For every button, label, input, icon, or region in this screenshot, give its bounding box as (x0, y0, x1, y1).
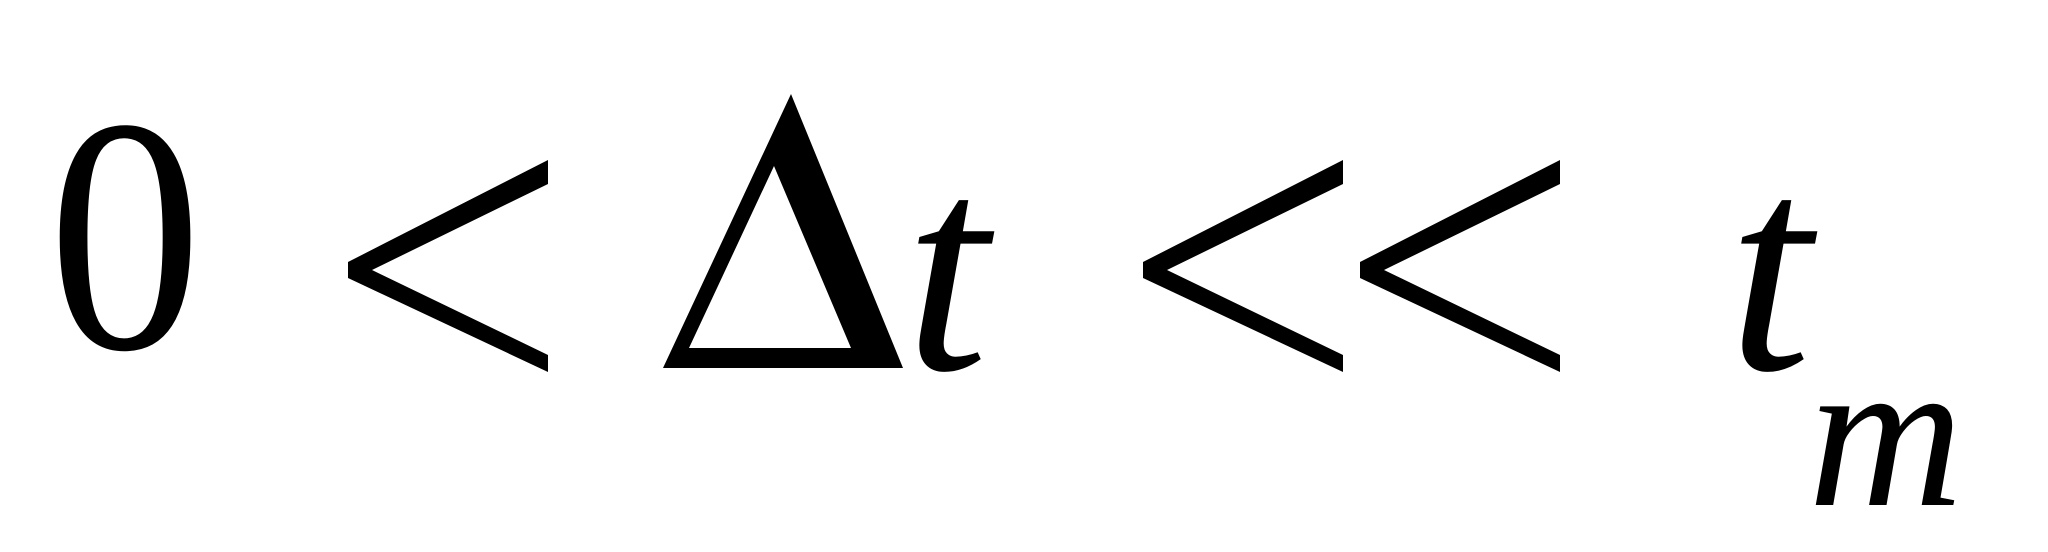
t-variable: t (905, 102, 989, 434)
delta-symbol (663, 94, 903, 368)
less-than-symbol (348, 160, 548, 372)
much-less-than-symbol (1143, 160, 1560, 372)
t-main-variable: t (1728, 102, 1812, 434)
subscript-m: m (1808, 313, 1964, 552)
zero-digit: 0 (48, 50, 203, 421)
math-formula: 0 t t m (48, 50, 1964, 552)
